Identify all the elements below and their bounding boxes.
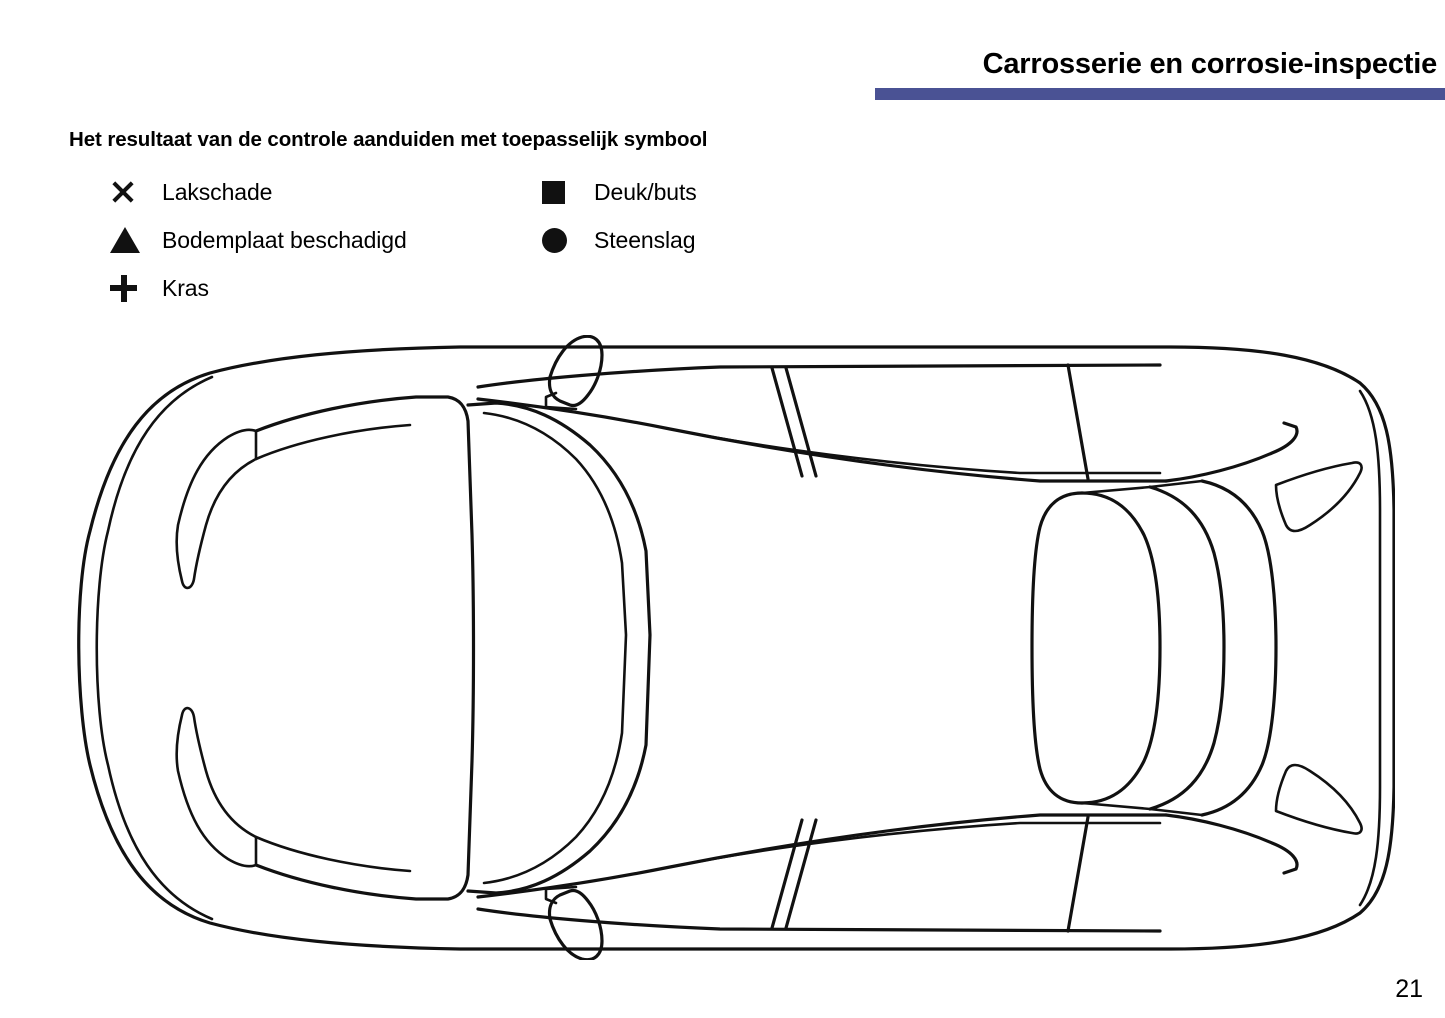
- x-mark-icon: [110, 168, 162, 216]
- instruction-text: Het resultaat van de controle aanduiden …: [69, 128, 708, 151]
- legend-item-label: Deuk/buts: [594, 178, 697, 205]
- top-side-door-lower-edge: [668, 427, 1162, 475]
- legend-item-label: Steenslag: [594, 226, 696, 253]
- page-title: Carrosserie en corrosie-inspectie: [982, 48, 1438, 80]
- side-mirror-bottom: [547, 888, 604, 960]
- top-door-seam-front: [770, 366, 804, 478]
- plus-mark-icon: [110, 264, 162, 312]
- top-side-window-band: [1164, 421, 1299, 483]
- rear-top-connector: [1080, 479, 1204, 495]
- front-left-headlight: [175, 428, 258, 590]
- page-header: Carrosserie en corrosie-inspectie: [0, 0, 1445, 110]
- roof-top-seam: [476, 397, 1168, 483]
- car-outline-svg: [77, 335, 1395, 960]
- lower-side-crease: [476, 907, 1162, 933]
- legend-item-lakschade: Lakschade: [110, 168, 530, 216]
- rear-window-panel: [1148, 485, 1226, 811]
- car-top-view-diagram[interactable]: [60, 335, 1395, 960]
- upper-side-crease: [476, 363, 1162, 389]
- windshield-inner-edge: [482, 411, 628, 885]
- hood-front-seam-lower: [254, 835, 412, 873]
- header-accent-rule: [875, 88, 1445, 100]
- roof-bottom-seam: [476, 813, 1168, 899]
- bottom-door-seam-front-b: [784, 818, 818, 930]
- symbol-legend: Lakschade Bodemplaat beschadigd Kras Deu…: [110, 168, 870, 313]
- legend-item-bodemplaat-beschadigd: Bodemplaat beschadigd: [110, 216, 530, 264]
- top-door-seam-front-b: [784, 366, 818, 478]
- page-number: 21: [1395, 975, 1423, 1003]
- legend-item-deuk-buts: Deuk/buts: [542, 168, 862, 216]
- legend-item-label: Bodemplaat beschadigd: [162, 226, 407, 253]
- windshield-panel: [466, 401, 652, 895]
- bottom-door-seam-front: [770, 818, 804, 930]
- side-mirror-top-stem: [544, 391, 578, 411]
- bottom-side-door-upper-edge: [668, 821, 1162, 869]
- side-mirror-top: [547, 335, 604, 408]
- hood-panel: [254, 395, 476, 901]
- legend-item-label: Kras: [162, 274, 209, 301]
- side-mirror-bottom-stem: [544, 885, 578, 905]
- legend-item-steenslag: Steenslag: [542, 216, 862, 264]
- top-door-seam-rear: [1066, 363, 1090, 481]
- front-left-headlight-lower: [175, 706, 258, 868]
- rear-window-inner: [1080, 491, 1162, 805]
- hood-front-seam: [254, 423, 412, 461]
- rear-right-taillight-bottom: [1274, 763, 1363, 835]
- rear-panel-left-edge: [1030, 491, 1084, 805]
- bottom-door-seam-rear: [1066, 815, 1090, 933]
- rear-bottom-connector: [1080, 801, 1204, 817]
- filled-circle-icon: [542, 216, 594, 264]
- rear-right-taillight-top: [1274, 461, 1363, 533]
- filled-square-icon: [542, 168, 594, 216]
- bottom-side-window-band: [1164, 813, 1299, 875]
- car-body-outline: [77, 345, 1395, 951]
- legend-column-left: Lakschade Bodemplaat beschadigd Kras: [110, 168, 530, 312]
- legend-column-right: Deuk/buts Steenslag: [542, 168, 862, 264]
- legend-item-label: Lakschade: [162, 178, 273, 205]
- rear-bumper-inner-line: [1358, 389, 1382, 907]
- front-bumper-inner-line: [95, 375, 214, 921]
- legend-item-kras: Kras: [110, 264, 530, 312]
- filled-triangle-icon: [110, 216, 162, 264]
- rear-tailgate-outer: [1200, 479, 1278, 817]
